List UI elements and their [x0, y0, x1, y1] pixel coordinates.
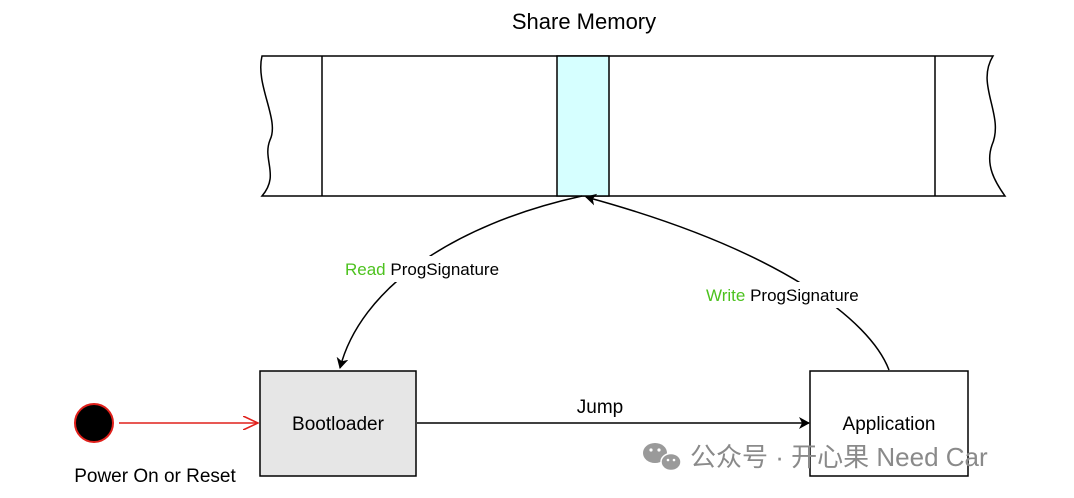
- read-object: ProgSignature: [386, 260, 499, 279]
- wechat-icon: [643, 443, 682, 472]
- share-memory-band: [260, 55, 1007, 197]
- jump-label: Jump: [577, 397, 623, 418]
- memory-band-outline: [260, 55, 1007, 197]
- start-node: [74, 403, 114, 443]
- read-verb: Read: [345, 260, 386, 279]
- diagram-title: Share Memory: [512, 9, 656, 34]
- start-label: Power On or Reset: [74, 466, 236, 487]
- bootloader-box: [259, 370, 417, 477]
- prog-signature-cell: [556, 55, 610, 197]
- application-label: Application: [843, 414, 936, 435]
- bootloader-label: Bootloader: [292, 414, 385, 435]
- watermark-dot: ·: [775, 442, 784, 472]
- watermark-text: 公众号 · 开心果 Need Car: [690, 442, 988, 472]
- watermark: 公众号 · 开心果 Need Car: [643, 442, 988, 472]
- watermark-account: 公众号: [690, 442, 768, 472]
- write-edge-label: Write ProgSignature: [706, 286, 859, 305]
- write-verb: Write: [706, 286, 745, 305]
- watermark-name: 开心果 Need Car: [791, 442, 988, 472]
- write-object: ProgSignature: [745, 286, 858, 305]
- application-box: [809, 370, 969, 477]
- read-edge-label: Read ProgSignature: [345, 260, 499, 279]
